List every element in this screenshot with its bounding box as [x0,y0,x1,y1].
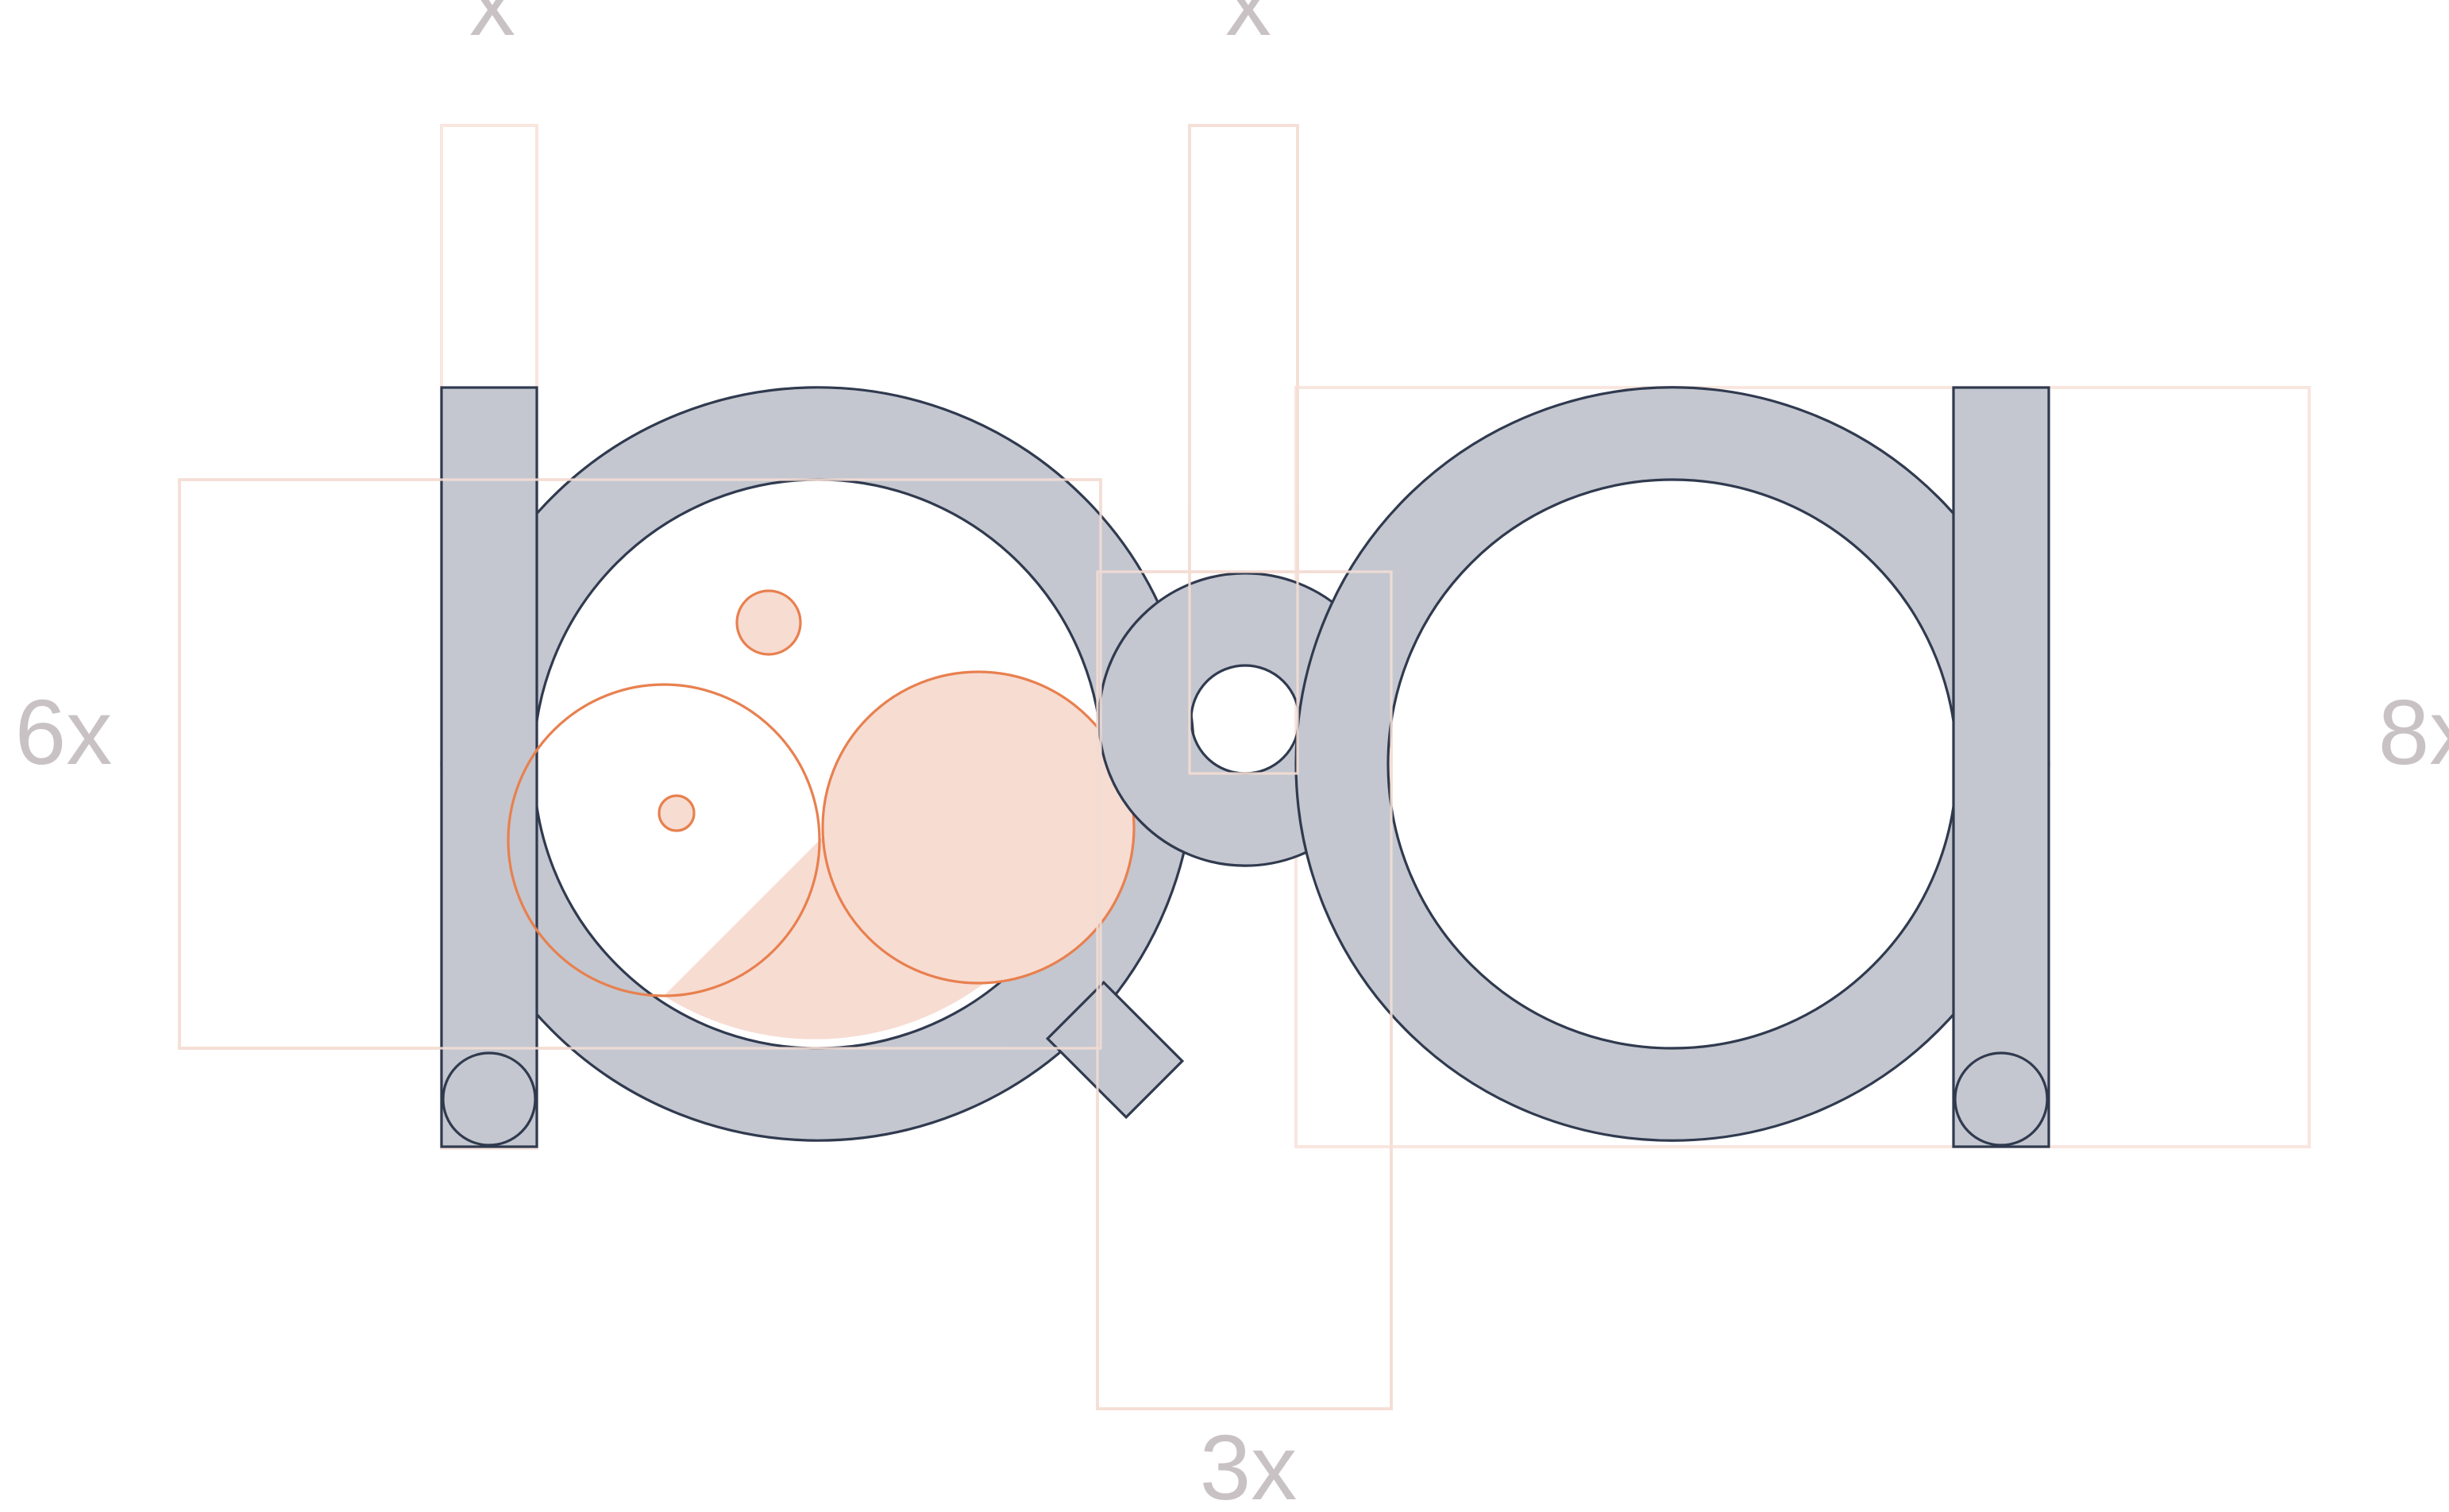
label-8x: 8x [2378,681,2449,784]
right-ring [1294,386,2050,1142]
accent-circles [507,589,1136,1040]
guide-overlay-center-column [1188,124,1299,775]
guide-overlay [178,124,1393,1410]
label-6x: 6x [15,681,113,784]
left-stem [440,386,538,1148]
accent-circle-tiny [658,794,696,832]
dimension-labels: x x 6x 8x 3x [15,0,2449,1512]
left-tail-diamond [1045,980,1185,1120]
left-stem-foot-circle [442,1051,537,1147]
right-stem-foot-circle [1953,1051,2049,1147]
label-3x: 3x [1200,1416,1298,1512]
left-ring-glyph [440,386,1196,1148]
guide-overlay-6x [178,478,1102,1050]
right-stem [1952,386,2050,1148]
label-x-left: x [469,0,515,55]
label-x-center: x [1225,0,1271,55]
right-ring-glyph [1294,386,2050,1148]
accent-circle-large [821,670,1136,985]
guide-overlay-3x [1096,570,1393,1410]
accent-circle-small [735,589,802,656]
accent-circle-medium [507,683,821,997]
